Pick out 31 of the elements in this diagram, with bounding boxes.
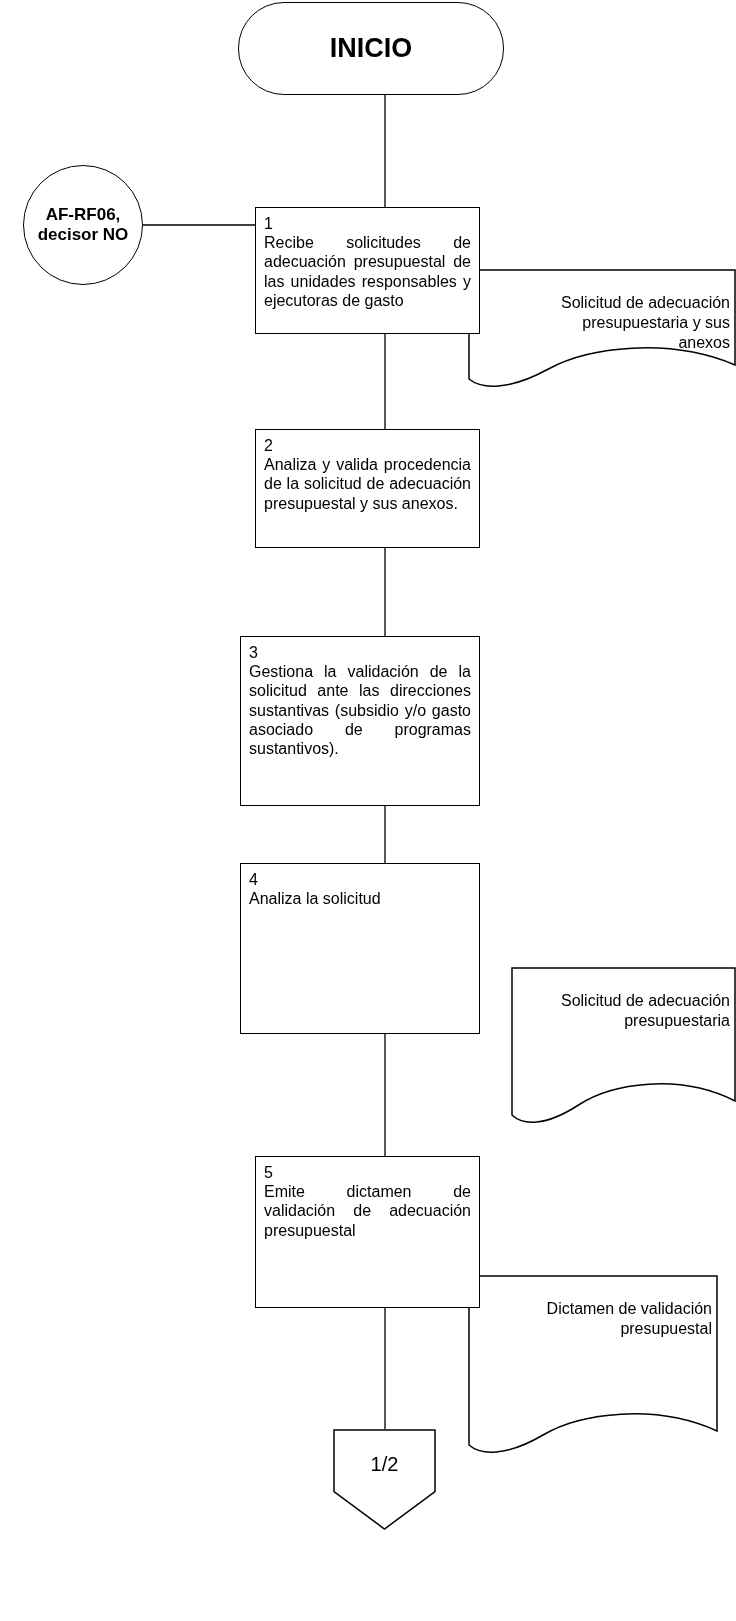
document-label: Solicitud de adecuación presupuestaria (560, 991, 730, 1031)
step-number: 2 (264, 436, 273, 456)
process-box (240, 636, 480, 806)
document-label: Dictamen de validación presupuestal (545, 1299, 712, 1339)
step-number: 4 (249, 870, 258, 890)
process-box (255, 429, 480, 548)
connector-line (384, 333, 386, 430)
page-reference: 1/2 (370, 1452, 399, 1477)
connector-label: AF-RF06, decisor NO (36, 204, 130, 246)
step-number: 1 (264, 214, 273, 234)
connector-line (384, 547, 386, 637)
connector-line (384, 805, 386, 864)
connector-line (384, 1307, 386, 1430)
step-description: Analiza y valida procedencia de la solicitud de adecuación presupuestal y sus anexos. (264, 455, 471, 513)
step-number: 5 (264, 1163, 273, 1183)
connector-line (384, 94, 386, 208)
document-shape (511, 967, 736, 1123)
step-description: Analiza la solicitud (249, 889, 382, 909)
off-page-connector (333, 1429, 436, 1530)
step-description: Recibe solicitudes de adecuación presupuestal de las unidades responsables y ejecutoras de gasto (264, 233, 471, 310)
connector-line (142, 224, 256, 226)
document-label: Solicitud de adecuación presupuestaria y sus anexos (560, 293, 730, 353)
connector-line (384, 1033, 386, 1157)
step-number: 3 (249, 643, 258, 663)
process-box (255, 1156, 480, 1308)
document-shape (468, 1275, 718, 1453)
step-description: Emite dictamen de validación de adecuación presupuestal (264, 1182, 471, 1240)
process-box (240, 863, 480, 1034)
process-box (255, 207, 480, 334)
step-description: Gestiona la validación de la solicitud ante las direcciones sustantivas (subsidio y/o gasto asociado de programas sustantivos). (249, 662, 471, 759)
terminator-label: INICIO (329, 32, 413, 66)
